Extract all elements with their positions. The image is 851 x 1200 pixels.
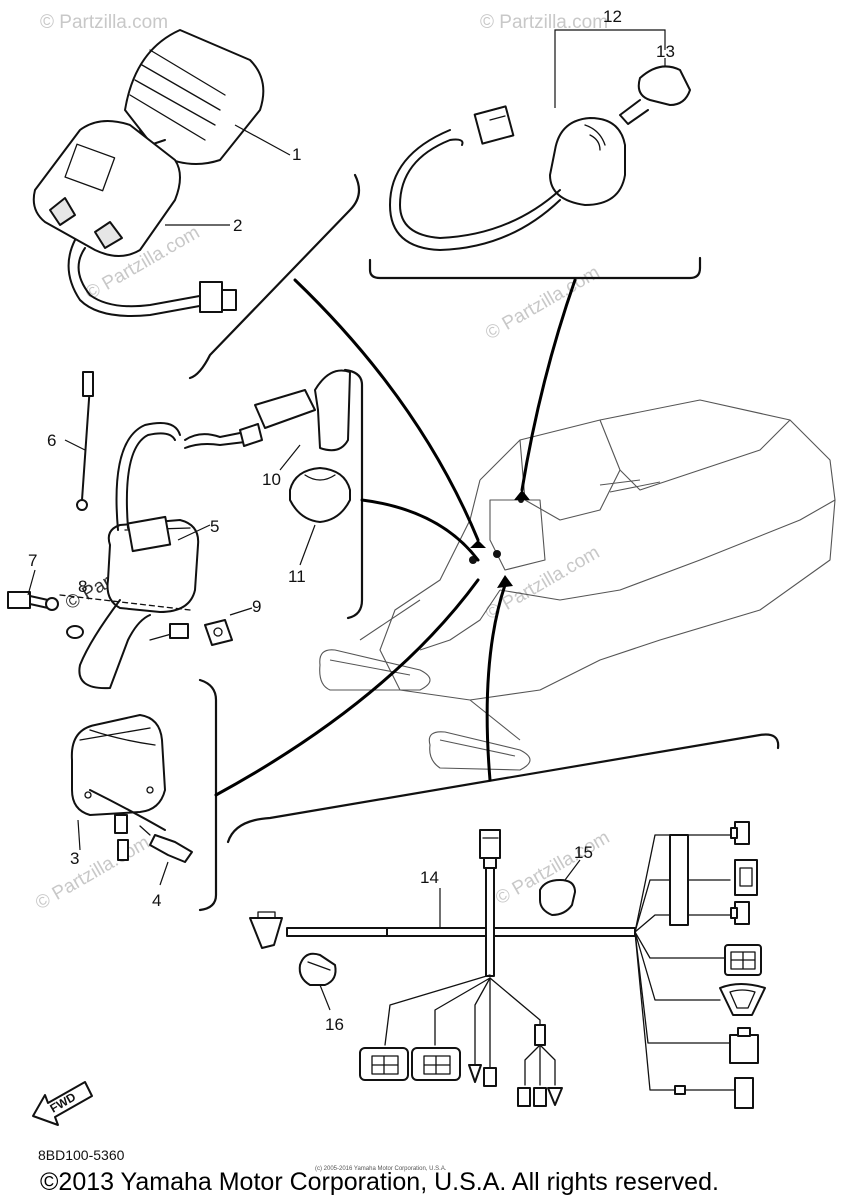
callout-4: 4 <box>152 891 161 910</box>
callout-3: 3 <box>70 849 79 868</box>
watermark: © Partzilla.com <box>40 12 168 33</box>
watermark: © Partzilla.com <box>480 12 608 33</box>
cdi-unit: 3 4 <box>70 714 193 910</box>
callout-14: 14 <box>420 868 439 887</box>
throttle-assembly: 1 2 <box>32 29 301 317</box>
watermark: © Partzilla.com <box>482 262 603 344</box>
diagram-code: 8BD100-5360 <box>38 1147 125 1163</box>
callout-9: 9 <box>252 597 261 616</box>
pointer-lines <box>214 278 577 797</box>
wire-harness: 14 15 16 <box>249 821 766 1109</box>
callout-12: 12 <box>603 7 622 26</box>
callout-13: 13 <box>656 42 675 61</box>
callout-11: 11 <box>288 567 306 586</box>
snowmobile-outline <box>319 399 836 771</box>
callout-1: 1 <box>292 145 301 164</box>
callout-2: 2 <box>233 216 242 235</box>
callout-8: 8 <box>78 577 87 596</box>
callout-16: 16 <box>325 1015 344 1034</box>
copyright-notice: ©2013 Yamaha Motor Corporation, U.S.A. A… <box>40 1168 719 1196</box>
main-switch-assembly: 12 13 <box>389 7 691 251</box>
forward-arrow: FWD <box>32 1081 93 1126</box>
callout-10: 10 <box>262 470 281 489</box>
section-brackets <box>188 173 780 912</box>
callout-7: 7 <box>28 551 37 570</box>
callout-6: 6 <box>47 431 56 450</box>
copyright-small: (c) 2005-2016 Yamaha Motor Corporation, … <box>315 1166 447 1172</box>
callout-15: 15 <box>574 843 593 862</box>
ignition-coil-assembly: 6 5 7 8 9 10 11 <box>7 369 351 690</box>
watermark: © Partzilla.com <box>32 832 153 914</box>
callout-5: 5 <box>210 517 219 536</box>
